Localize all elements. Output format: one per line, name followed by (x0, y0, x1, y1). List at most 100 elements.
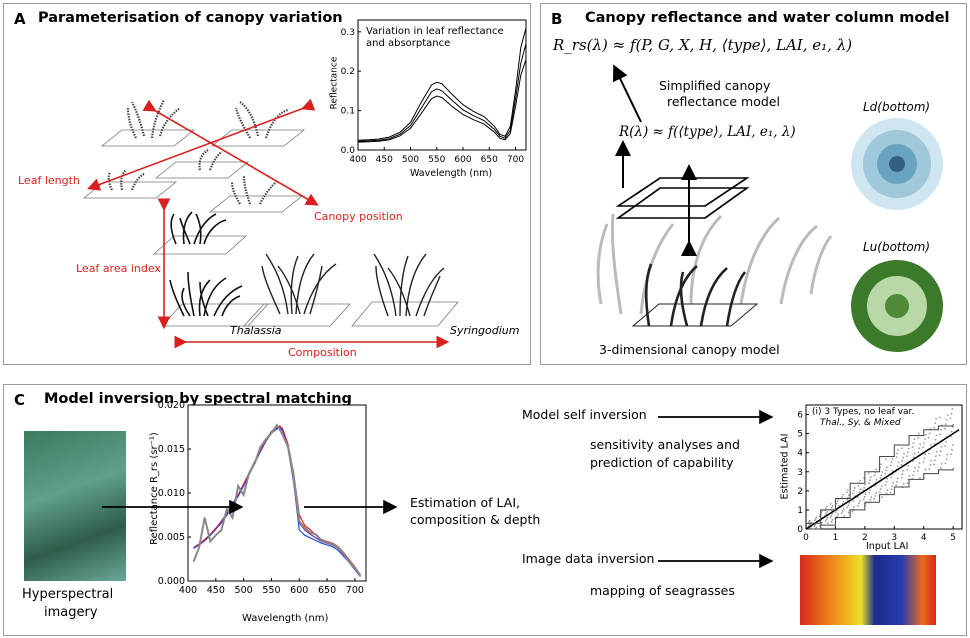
lai-scatter-point (935, 434, 938, 437)
lai-scatter-point (869, 498, 872, 501)
lai-scatter-point (831, 512, 834, 515)
spec-x-tick-label: 550 (262, 585, 280, 596)
inset-y-tick-label: 0.0 (341, 146, 356, 156)
image-inversion-label: Image data inversion (522, 551, 655, 566)
panel-b-illustration (596, 64, 943, 352)
lai-scatter-point (922, 446, 924, 448)
leaf (131, 101, 146, 137)
lai-scatter-point (911, 446, 914, 448)
lai-scatter-point (853, 506, 856, 508)
lai-scatter-point (837, 504, 840, 507)
equation-rrs: R_rs(λ) ≈ f(P, G, X, H, ⟨type⟩, LAI, e₁,… (553, 36, 853, 54)
lai-scatter-point (884, 472, 887, 475)
inset-series-line (357, 43, 527, 142)
leaf (644, 263, 653, 327)
lai-y-tick-label: 4 (797, 449, 803, 459)
lai-scatter-point (950, 412, 953, 415)
lai-scatter-point (934, 422, 937, 425)
lai-scatter-point (902, 469, 905, 472)
lai-scatter-point (900, 476, 903, 479)
panel-a-letter: A (14, 10, 26, 28)
composition-label: Composition (288, 346, 357, 359)
lai-scatter-point (852, 489, 855, 492)
sensitivity-line2: prediction of capability (590, 455, 734, 470)
lai-scatter-point (933, 426, 936, 429)
lai-scatter-point (864, 493, 867, 496)
lai-y-tick-label: 2 (797, 487, 803, 497)
lai-scatter-point (886, 477, 889, 480)
lai-scatter-point (869, 476, 872, 479)
tile (351, 301, 459, 327)
lai-scatter-point (896, 465, 899, 467)
lai-scatter-point (835, 511, 837, 513)
leaf (689, 214, 723, 305)
lai-scatter-point (885, 469, 887, 472)
lai-scatter-point (843, 515, 845, 517)
leaf (303, 263, 337, 315)
lai-scatter-point (879, 491, 881, 493)
leaf (203, 219, 227, 245)
lai-scatter-point (939, 416, 941, 419)
lai-scatter-point (902, 456, 904, 459)
lai-x-tick-label: 1 (833, 533, 839, 543)
lai-scatter-point (853, 487, 856, 489)
lai-scatter-point (868, 482, 870, 484)
lai-scatter-point (945, 440, 947, 443)
lai-x-tick-label: 3 (891, 533, 897, 543)
lai-scatter-point (934, 459, 936, 462)
ld-label: Ld(bottom) (863, 100, 931, 114)
lai-scatter-point (841, 496, 844, 498)
leaf (423, 275, 441, 317)
lai-x-tick-label: 0 (803, 533, 809, 543)
lai-scatter-point (912, 442, 915, 445)
lai-scatter-point (896, 477, 899, 480)
leaf (221, 295, 241, 317)
lai-scatter-point (859, 479, 862, 482)
panel-a: A Parameterisation of canopy variation (3, 3, 531, 365)
lai-scatter-point (881, 471, 884, 473)
lai-scatter-point (859, 488, 862, 491)
lai-scatter-point (908, 475, 911, 477)
panel-c-letter: C (14, 391, 26, 409)
panel-b: B Canopy reflectance and water column mo… (540, 3, 967, 365)
inset-x-tick-label: 650 (481, 155, 498, 165)
lai-scatter-point (891, 485, 894, 487)
leaf (309, 265, 323, 315)
lai-scatter-point (950, 453, 952, 456)
lai-scatter-point (868, 491, 871, 494)
spec-x-tick-label: 500 (235, 585, 253, 596)
lai-scatter-point (945, 458, 948, 460)
lai-scatter-point (896, 452, 899, 455)
lai-scatter-point (847, 504, 850, 506)
leaf (415, 267, 445, 317)
rrs-arrow (612, 64, 642, 123)
leaf (405, 253, 427, 317)
lai-scatter-point (923, 457, 926, 460)
mapping-label: mapping of seagrasses (590, 583, 735, 598)
lu-center (885, 294, 909, 318)
spec-frame (187, 404, 367, 582)
inset-series-line (357, 27, 527, 141)
lai-scatter-point (856, 496, 859, 498)
lai-scatter-point (846, 491, 848, 494)
lai-scatter-point (913, 470, 915, 473)
lai-scatter-point (831, 506, 833, 509)
lai-scatter-point (858, 502, 860, 505)
leaf (779, 224, 818, 305)
lai-scatter-point (885, 480, 888, 483)
lai-scatter-point (884, 458, 887, 460)
lai-scatter-point (862, 498, 865, 501)
leaf (739, 216, 781, 305)
lai-scatter-point (879, 477, 882, 480)
panel-a-illustration (82, 98, 459, 349)
leaf (234, 107, 251, 139)
lai-scatter-point (902, 482, 905, 485)
spec-x-tick-label: 600 (290, 585, 308, 596)
lai-scatter-point (912, 474, 914, 477)
lai-legend-line1: (i) 3 Types, no leaf var. (812, 407, 915, 417)
lai-x-label: Input LAI (866, 541, 909, 552)
lai-scatter-point (825, 518, 828, 521)
lai-scatter-point (841, 510, 844, 512)
inset-x-tick-label: 400 (349, 155, 366, 165)
